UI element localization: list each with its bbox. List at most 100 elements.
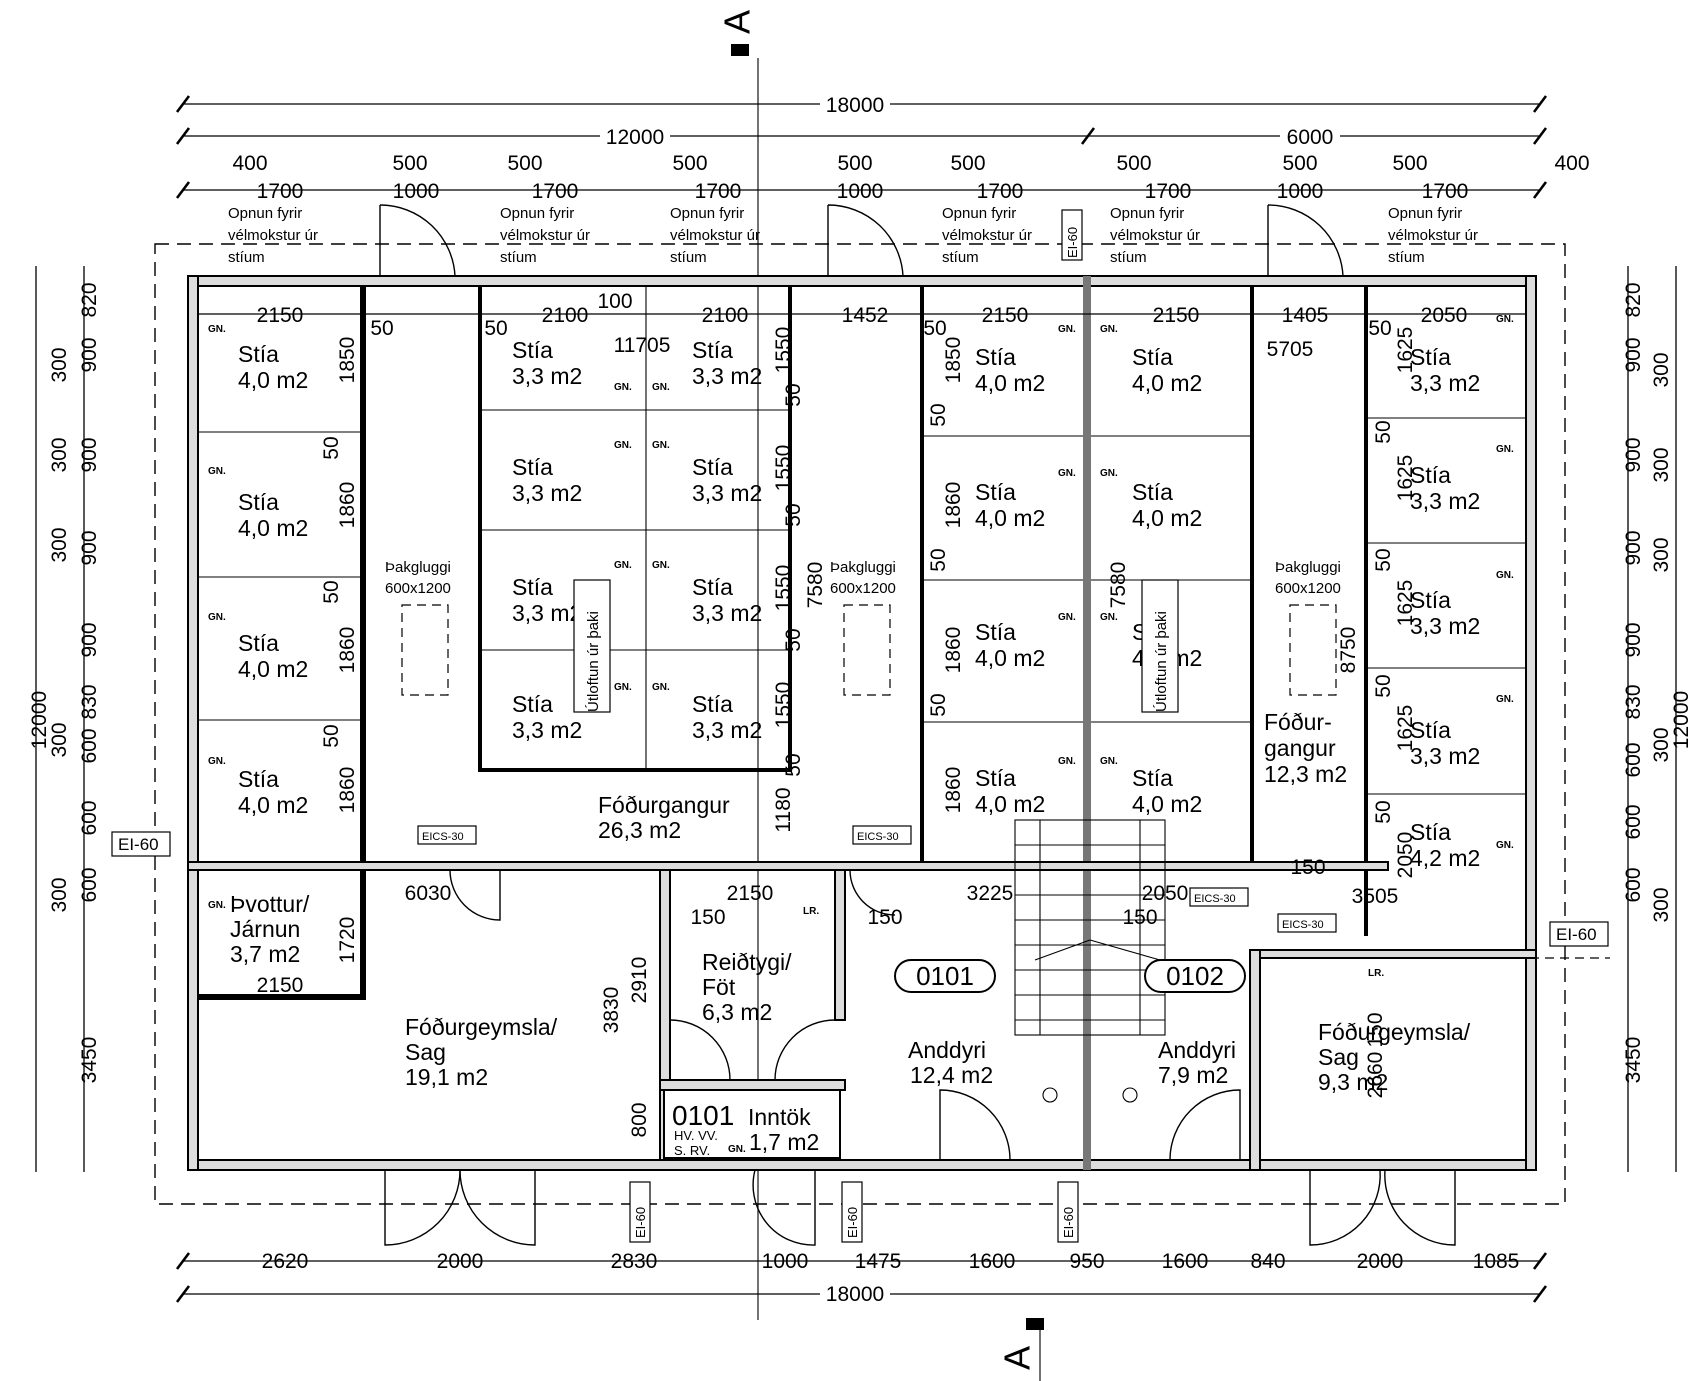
svg-text:GN.: GN. [208, 756, 226, 767]
svg-text:GN.: GN. [208, 612, 226, 623]
svg-text:3,3 m2: 3,3 m2 [692, 363, 762, 389]
svg-text:1452: 1452 [842, 304, 889, 327]
svg-text:3,7 m2: 3,7 m2 [230, 941, 300, 967]
svg-text:Fóðurgeymsla/: Fóðurgeymsla/ [405, 1014, 558, 1040]
section-letter-top: A [717, 10, 758, 34]
room-feed-store-left: Fóðurgeymsla/ Sag 19,1 m2 [405, 1014, 558, 1090]
ei60-label-b1: EI-60 [633, 1207, 648, 1238]
opening-note-3: Opnun fyrir vélmokstur úr stíum [670, 205, 760, 266]
dim-left-block: 12000 [606, 126, 664, 149]
eics30-label-4: EICS-30 [1282, 919, 1324, 931]
svg-text:3,3 m2: 3,3 m2 [512, 717, 582, 743]
interior-walls [187, 276, 1610, 1171]
svg-text:2100: 2100 [702, 304, 749, 327]
svg-text:300: 300 [48, 527, 71, 562]
svg-text:3,3 m2: 3,3 m2 [692, 717, 762, 743]
svg-text:Anddyri: Anddyri [1158, 1037, 1236, 1063]
svg-text:Þakgluggi: Þakgluggi [830, 559, 896, 576]
svg-text:GN.: GN. [1496, 314, 1514, 325]
svg-text:GN.: GN. [1496, 694, 1514, 705]
svg-text:900: 900 [1622, 622, 1645, 657]
svg-text:830: 830 [1622, 684, 1645, 719]
pen-area: 4,0 m2 [238, 367, 308, 393]
svg-text:11705: 11705 [614, 334, 671, 357]
svg-text:Stía: Stía [512, 337, 553, 363]
exhaust-label-1: Útloftun úr þaki [585, 611, 602, 712]
svg-text:2830: 2830 [611, 1250, 658, 1273]
svg-text:3505: 3505 [1352, 885, 1399, 908]
svg-text:1700: 1700 [695, 180, 742, 203]
svg-text:50: 50 [370, 317, 393, 340]
svg-text:3,3 m2: 3,3 m2 [512, 363, 582, 389]
svg-text:Stía: Stía [692, 454, 733, 480]
svg-text:50: 50 [1372, 420, 1395, 443]
svg-text:50: 50 [1372, 548, 1395, 571]
svg-text:1000: 1000 [837, 180, 884, 203]
inner-dims-lower: 6030 2150 150 150 3225 2050 3505 150 150… [257, 856, 1399, 1138]
svg-text:900: 900 [78, 337, 101, 372]
svg-text:1405: 1405 [1282, 304, 1329, 327]
svg-text:3,3 m2: 3,3 m2 [1410, 613, 1480, 639]
svg-text:0101: 0101 [916, 961, 974, 991]
svg-text:1860: 1860 [336, 482, 359, 529]
eics30-label-1: EICS-30 [422, 831, 464, 843]
svg-text:1625: 1625 [1394, 327, 1417, 374]
svg-text:GN.: GN. [1058, 324, 1076, 335]
svg-text:2050: 2050 [1142, 882, 1189, 905]
svg-text:500: 500 [507, 152, 542, 175]
svg-text:Reiðtygi/: Reiðtygi/ [702, 949, 792, 975]
lr-labels: LR. LR. [803, 906, 1384, 979]
svg-text:1550: 1550 [772, 327, 795, 374]
pen-area: 4,0 m2 [238, 656, 308, 682]
svg-text:50: 50 [484, 317, 507, 340]
svg-text:Sag: Sag [1318, 1044, 1359, 1070]
svg-text:50: 50 [782, 503, 805, 526]
svg-text:Opnun fyrir: Opnun fyrir [1388, 205, 1462, 222]
svg-text:Þvottur/: Þvottur/ [230, 891, 310, 917]
svg-text:1600: 1600 [1162, 1250, 1209, 1273]
svg-text:GN.: GN. [1100, 756, 1118, 767]
svg-text:500: 500 [837, 152, 872, 175]
opening-note-2: Opnun fyrir vélmokstur úr stíum [500, 205, 590, 266]
opening-note-6: Opnun fyrir vélmokstur úr stíum [1388, 205, 1478, 266]
svg-text:300: 300 [48, 722, 71, 757]
svg-text:50: 50 [923, 317, 946, 340]
svg-text:GN.: GN. [728, 1144, 746, 1155]
svg-text:Stía: Stía [975, 765, 1016, 791]
svg-text:4,0 m2: 4,0 m2 [1132, 370, 1202, 396]
svg-text:12,3 m2: 12,3 m2 [1264, 761, 1347, 787]
svg-text:4,0 m2: 4,0 m2 [1132, 791, 1202, 817]
svg-text:2660: 2660 [1364, 1052, 1387, 1099]
svg-text:1000: 1000 [1277, 180, 1324, 203]
room-feed-corridor-right: Fóður- gangur 12,3 m2 [1264, 709, 1347, 787]
svg-text:Opnun fyrir: Opnun fyrir [500, 205, 574, 222]
fire-labels: EI-60 EI-60 EI-60 EI-60 EI-60 EI-60 EICS… [111, 209, 1609, 1243]
svg-text:600: 600 [1622, 742, 1645, 777]
svg-text:1550: 1550 [772, 445, 795, 492]
svg-text:6,3 m2: 6,3 m2 [702, 999, 772, 1025]
exhaust-labels: Útloftun úr þaki Útloftun úr þaki [573, 579, 1179, 713]
svg-text:Stía: Stía [512, 574, 553, 600]
svg-text:100: 100 [597, 290, 632, 313]
svg-text:GN.: GN. [1058, 612, 1076, 623]
svg-text:Stía: Stía [692, 691, 733, 717]
dim-top-blocks: 12000 6000 [175, 125, 1548, 149]
svg-text:50: 50 [782, 753, 805, 776]
dim-right-overall: 12000 [1670, 691, 1693, 749]
svg-text:2620: 2620 [262, 1250, 309, 1273]
dim-right-bottom: 3450 [1622, 1037, 1645, 1084]
svg-text:1860: 1860 [336, 767, 359, 814]
pens-c: Stía 4,0 m2 Stía 4,0 m2 Stía 4,0 m2 Stía… [975, 344, 1045, 817]
dim-left-bottom: 3450 [78, 1037, 101, 1084]
svg-text:1720: 1720 [336, 917, 359, 964]
eics30-label-2: EICS-30 [857, 831, 899, 843]
svg-text:Sag: Sag [405, 1039, 446, 1065]
svg-text:50: 50 [320, 580, 343, 603]
svg-text:50: 50 [927, 403, 950, 426]
svg-text:5705: 5705 [1267, 338, 1314, 361]
svg-text:1000: 1000 [393, 180, 440, 203]
svg-text:1850: 1850 [336, 337, 359, 384]
svg-text:50: 50 [320, 436, 343, 459]
svg-text:Fóðurgeymsla/: Fóðurgeymsla/ [1318, 1019, 1471, 1045]
svg-text:1860: 1860 [336, 627, 359, 674]
